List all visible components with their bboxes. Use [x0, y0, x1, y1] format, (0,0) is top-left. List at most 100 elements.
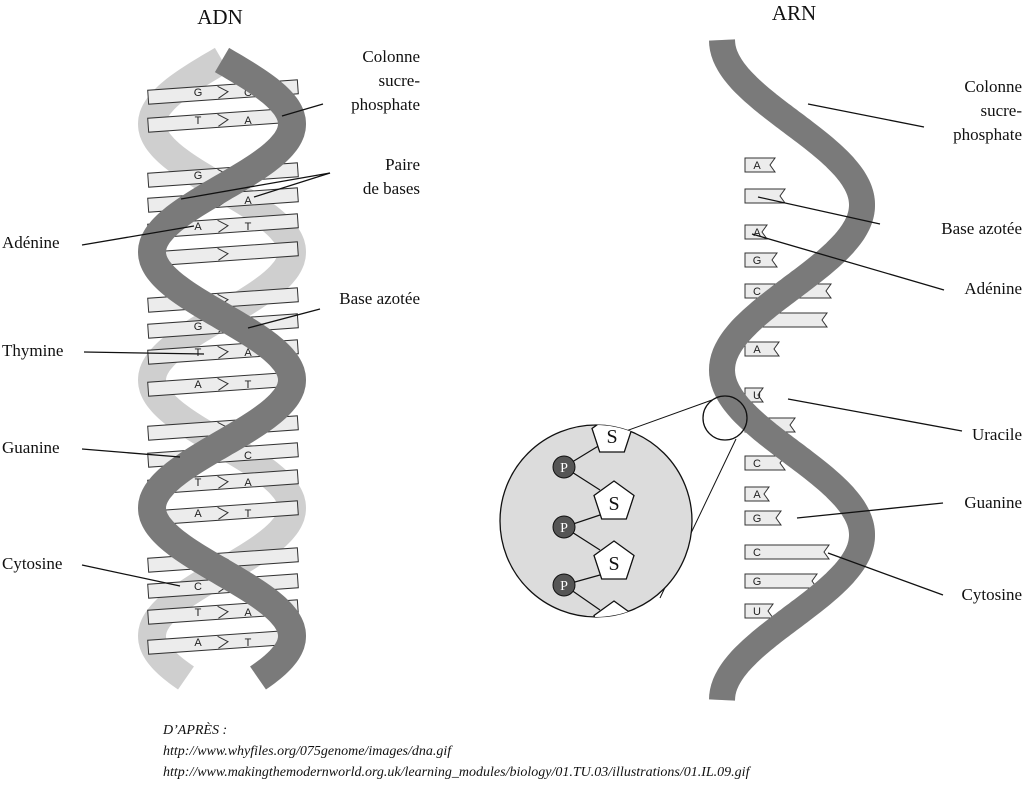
dna-label-backbone-2: sucre-: [378, 71, 420, 90]
dna-pair-junction: [217, 345, 229, 359]
dna-base-right: T: [245, 379, 252, 391]
dna-label-backbone-3: phosphate: [351, 95, 420, 114]
rna-label-guanine: Guanine: [964, 493, 1022, 512]
dna-label-pair-1: Paire: [385, 155, 420, 174]
dna-pair-junction: [217, 635, 229, 649]
rna-base-letter: C: [753, 547, 761, 559]
rna-base-shape: [744, 510, 782, 526]
rna-base-letter: A: [753, 160, 761, 172]
rna-leader-uracil: [787, 398, 963, 432]
dna-label-guanine: Guanine: [2, 438, 60, 457]
source-heading: D’APRÈS :: [163, 723, 228, 738]
dna-leader-cytosine: [81, 564, 181, 587]
dna-label-pair-2: de bases: [363, 179, 420, 198]
dna-front-strand: [137, 47, 307, 690]
dna-base-left: T: [195, 115, 202, 127]
dna-leader-guanine: [81, 448, 181, 458]
rna-base: U: [744, 603, 774, 619]
source-url-1: http://www.whyfiles.org/075genome/images…: [163, 744, 452, 759]
dna-base-left: G: [194, 87, 203, 99]
dna-leader-base: [247, 308, 321, 329]
dna-pair-junction: [217, 475, 229, 489]
rna-base-shape: [744, 252, 778, 268]
sugar-ring: [593, 540, 635, 580]
phosphate-label: P: [560, 521, 568, 536]
dna-leader-pair-b: [253, 172, 331, 198]
dna-base-left: C: [194, 581, 202, 593]
dna-pair-junction: [217, 506, 229, 520]
rna-label-cytosine: Cytosine: [962, 585, 1022, 604]
dna-pair-junction: [217, 85, 229, 99]
dna-base-left: T: [195, 607, 202, 619]
dna-leader-adenine: [81, 225, 195, 246]
phosphate-label: P: [560, 579, 568, 594]
rna-leader-base: [757, 196, 881, 225]
sugar-label: S: [606, 426, 617, 448]
dna-base-right: T: [245, 508, 252, 520]
rna-base-shape: [744, 341, 780, 357]
dna-base-left: G: [194, 321, 203, 333]
dna-base-right: A: [244, 607, 252, 619]
dna-base-left: A: [194, 221, 202, 233]
rna-leader-adenine: [751, 233, 945, 291]
phosphate-circle: [552, 455, 576, 479]
rna-label-adenine: Adénine: [964, 279, 1022, 298]
rna-front-strand: [708, 39, 875, 701]
dna-base-left: A: [194, 637, 202, 649]
rna-label-uracil: Uracile: [972, 425, 1022, 444]
rna-base-letter: G: [753, 255, 762, 267]
dna-base-left: T: [195, 347, 202, 359]
rna-label-backbone-3: phosphate: [953, 125, 1022, 144]
dna-base-right: A: [244, 347, 252, 359]
rna-base-letter: A: [753, 344, 761, 356]
dna-pair-junction: [217, 113, 229, 127]
dna-leader-thymine: [83, 351, 205, 355]
dna-base-right: T: [245, 637, 252, 649]
rna-base-letter: A: [753, 227, 761, 239]
rna-back-strand: [708, 39, 875, 701]
rna-title: ARN: [772, 1, 816, 25]
dna-base-left: A: [194, 379, 202, 391]
rna-base-letter: U: [753, 606, 761, 618]
rna-base: A: [744, 486, 770, 502]
sugar-pentagon: S: [591, 425, 633, 453]
sugar-pentagon: S: [593, 480, 635, 520]
sugar-ring: [593, 480, 635, 520]
rna-base: [744, 188, 786, 204]
rna-base-shape: [744, 188, 786, 204]
rna-base-letter: U: [753, 390, 761, 402]
dna-pair-junction: [217, 605, 229, 619]
rna-leader-backbone: [807, 103, 925, 128]
rna-base-letter: G: [753, 513, 762, 525]
rna-base: A: [744, 341, 780, 357]
dna-base-left: G: [194, 170, 203, 182]
rna-label-backbone-2: sucre-: [980, 101, 1022, 120]
dna-base-left: A: [194, 508, 202, 520]
rna-base: A: [744, 224, 768, 240]
rna-base: C: [744, 544, 830, 560]
zoom-circle: [499, 424, 693, 618]
dna-base-right: A: [244, 115, 252, 127]
dna-pair-junction: [217, 247, 229, 261]
phosphate-group: P: [552, 455, 576, 479]
sugar-label: S: [608, 613, 619, 635]
rna-labels: Colonne sucre- phosphate Base azotée Adé…: [751, 77, 1022, 604]
rna-base: A: [744, 157, 776, 173]
phosphate-circle: [552, 573, 576, 597]
phosphate-group: P: [552, 573, 576, 597]
rna-label-backbone-1: Colonne: [964, 77, 1022, 96]
dna-pair-junction: [217, 219, 229, 233]
phosphate-circle: [552, 515, 576, 539]
sugar-label: S: [608, 553, 619, 575]
rna-base-shape: [744, 486, 770, 502]
dna-base-right: C: [244, 450, 252, 462]
sugar-pentagon: S: [593, 540, 635, 580]
rna-base-letter: A: [753, 489, 761, 501]
rna-base-shape: [744, 603, 774, 619]
dna-base-left: T: [195, 477, 202, 489]
dna-leader-pair-a: [180, 172, 331, 200]
